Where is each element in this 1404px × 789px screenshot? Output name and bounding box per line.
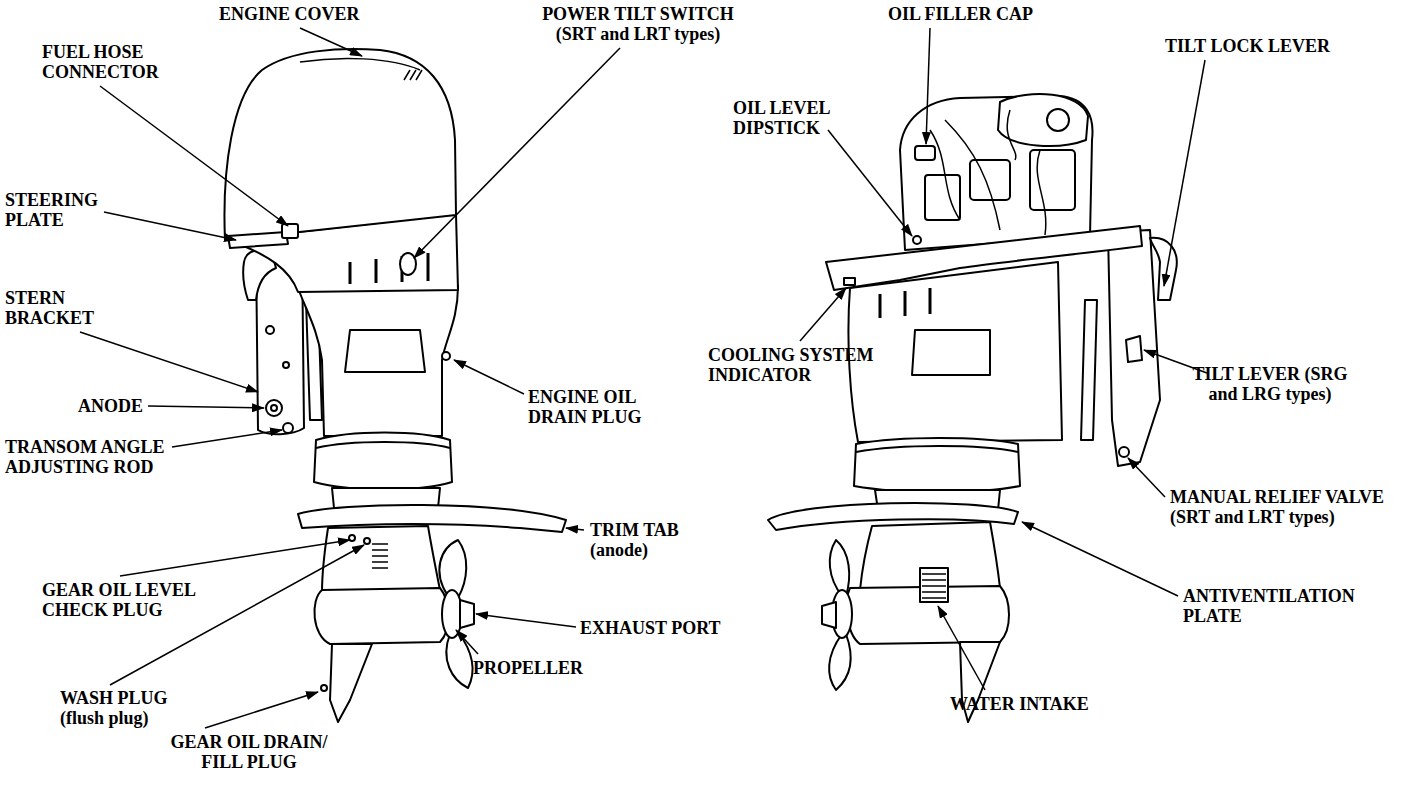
water-intake-slots (922, 574, 946, 598)
manual-relief-valve (1119, 447, 1129, 457)
dipstick (913, 236, 921, 244)
midsection-panel (345, 330, 425, 372)
leader-line (926, 28, 930, 144)
part-label: FUEL HOSE CONNECTOR (42, 42, 162, 82)
part-label: STERN BRACKET (5, 288, 98, 328)
leader-line (456, 630, 478, 654)
part-label: TILT LEVER (SRG and LRG types) (1183, 364, 1357, 404)
leader-line (454, 360, 524, 394)
engine-wires (930, 110, 1046, 235)
steering-plate (228, 232, 288, 248)
engine-part (1030, 150, 1075, 210)
skirt (314, 433, 452, 490)
leader-line (205, 692, 318, 728)
water-intake (920, 568, 948, 602)
leader-line (80, 28, 1207, 728)
left-outboard (224, 49, 566, 722)
part-label: WATER INTAKE (950, 694, 1089, 714)
transom-rod (283, 423, 293, 433)
cooling-indicator (844, 278, 855, 285)
leader-line (80, 332, 258, 392)
skirt-rim (856, 446, 1018, 452)
part-label: ANTIVENTILATION PLATE (1183, 586, 1358, 626)
torpedo (314, 588, 448, 644)
leader-line (1022, 522, 1178, 596)
part-label: MANUAL RELIEF VALVE (SRT and LRT types) (1170, 487, 1390, 527)
fuel-connector (282, 224, 298, 238)
midsection (848, 262, 1062, 442)
engine-cover (224, 49, 456, 240)
part-label: WASH PLUG (flush plug) (60, 688, 171, 728)
leader-line (800, 288, 846, 341)
part-label: COOLING SYSTEM INDICATOR (708, 345, 877, 385)
skirt-rim (316, 442, 450, 448)
leader-line (120, 540, 350, 576)
propeller-nut (460, 600, 474, 628)
stern-bracket (1108, 230, 1160, 466)
flywheel-cover (998, 94, 1088, 146)
cowl-vents (350, 253, 428, 284)
leader-line (476, 614, 576, 627)
part-label: PROPELLER (473, 658, 583, 678)
anode (266, 400, 282, 416)
engine-block (900, 96, 1093, 250)
part-label: OIL LEVEL DIPSTICK (733, 98, 835, 138)
skeg (330, 644, 372, 722)
leader-line (104, 212, 236, 240)
propeller-blade (446, 632, 472, 688)
engine-part (1047, 109, 1069, 131)
leader-line (300, 28, 362, 56)
wash-plug (364, 538, 370, 544)
bracket-hole (266, 326, 274, 334)
leader-line (148, 406, 264, 408)
part-label: ENGINE COVER (219, 4, 360, 24)
right-outboard (768, 94, 1177, 722)
leader-line (938, 606, 985, 690)
leader-line (100, 86, 288, 226)
tilt-lever (1126, 336, 1142, 362)
tilt-switch (400, 253, 416, 275)
cowl-vents (880, 288, 930, 318)
propeller-nut (822, 602, 836, 628)
part-label: TILT LOCK LEVER (1165, 36, 1330, 56)
leader-line (566, 528, 584, 530)
propeller-blade (830, 540, 849, 596)
engine-part (925, 175, 960, 220)
midsection-panel (912, 330, 990, 375)
trim-cylinder (1081, 300, 1097, 440)
leader-line (1164, 60, 1205, 286)
decal (372, 544, 388, 568)
leader-line (828, 130, 912, 236)
part-label: STEERING PLATE (5, 190, 102, 230)
oil-drain-plug (442, 352, 450, 360)
leader-line (172, 430, 282, 447)
part-label: TRANSOM ANGLE ADJUSTING ROD (5, 437, 169, 477)
midsection (298, 286, 458, 436)
part-label: GEAR OIL LEVEL CHECK PLUG (42, 580, 201, 620)
part-label: EXHAUST PORT (580, 618, 721, 638)
part-label: ANODE (78, 396, 143, 416)
part-label: ENGINE OIL DRAIN PLUG (528, 387, 645, 427)
oil-filler-cap (915, 146, 935, 160)
cover-seam (300, 58, 420, 70)
propeller-blade (829, 634, 850, 690)
cowl-base (826, 226, 1142, 290)
leader-line (414, 48, 620, 258)
anode-bolt (271, 405, 277, 411)
skirt (854, 438, 1020, 492)
bracket-hole (283, 362, 289, 368)
part-label: TRIM TAB (anode) (590, 520, 683, 560)
leader-line (1128, 458, 1165, 497)
cover-marks (404, 70, 422, 80)
drain-plug (321, 685, 327, 691)
part-label: OIL FILLER CAP (888, 4, 1033, 24)
part-label: POWER TILT SWITCH (SRT and LRT types) (540, 4, 736, 44)
tilt-lock-lever (1150, 238, 1177, 300)
part-label: GEAR OIL DRAIN/ FILL PLUG (168, 732, 330, 772)
